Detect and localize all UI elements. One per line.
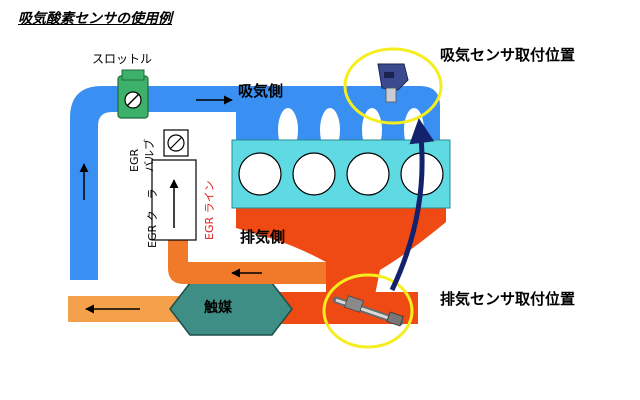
egr-valve-stem <box>169 136 183 150</box>
throttle-cap <box>121 69 145 81</box>
throttle-label: スロットル <box>92 52 153 66</box>
egr-cooler-label: EGR クーラー <box>146 177 159 248</box>
intake-pipe <box>70 86 440 280</box>
exhaust-side-label: 排気側 <box>240 228 286 246</box>
exhaust-sensor-highlight-ring <box>322 273 414 349</box>
throttle-plate <box>126 93 140 107</box>
egr-line-label: EGR ライン <box>203 180 216 240</box>
egr-valve-label-line1: EGR <box>128 148 141 172</box>
intake-sensor-highlight-ring <box>343 47 443 125</box>
page-title: 吸気酸素センサの使用例 <box>18 11 172 27</box>
exhaust-manifold <box>236 205 446 310</box>
exhaust-sensor-position-label: 排気センサ取付位置 <box>440 290 576 308</box>
intake-oxygen-sensor-icon <box>377 63 409 103</box>
egr-valve-label: EGR バルブ <box>128 139 157 172</box>
egr-valve-label-line2: バルブ <box>143 139 156 172</box>
intake-sensor-position-label: 吸気センサ取付位置 <box>440 46 576 64</box>
exhaust-oxygen-sensor-icon <box>332 295 404 327</box>
intake-side-label: 吸気側 <box>238 82 284 100</box>
sensor-relation-arrow-icon <box>389 118 435 292</box>
egr-return-pipe <box>168 232 330 284</box>
catalyst-label: 触媒 <box>204 300 232 316</box>
